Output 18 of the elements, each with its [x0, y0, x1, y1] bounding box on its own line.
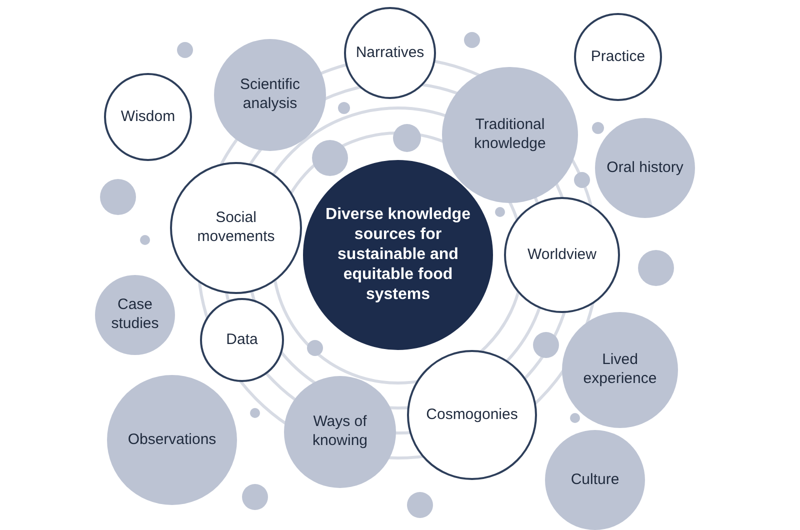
topic-label: Scientific analysis	[238, 76, 302, 114]
topic-label: Oral history	[606, 158, 684, 178]
topic-label: Narratives	[354, 44, 426, 62]
topic-circle	[442, 67, 578, 203]
topic-label: Ways of knowing	[311, 413, 369, 451]
topic-label: Social movements	[196, 209, 276, 247]
topic-label: Traditional knowledge	[473, 116, 547, 154]
topic-label: Practice	[590, 48, 646, 66]
topic-label: Observations	[126, 430, 218, 450]
topic-label: Lived experience	[582, 351, 658, 389]
topic-label: Data	[225, 330, 259, 350]
topic-label: Case studies	[110, 296, 160, 334]
topic-label: Culture	[570, 470, 620, 490]
topic-label: Cosmogonies	[425, 406, 519, 424]
topic-label: Worldview	[526, 246, 598, 264]
topic-circle	[200, 298, 284, 382]
central-title: Diverse knowledge sources for sustainable and equitable food systems	[324, 205, 472, 305]
topic-label: Wisdom	[120, 108, 176, 126]
